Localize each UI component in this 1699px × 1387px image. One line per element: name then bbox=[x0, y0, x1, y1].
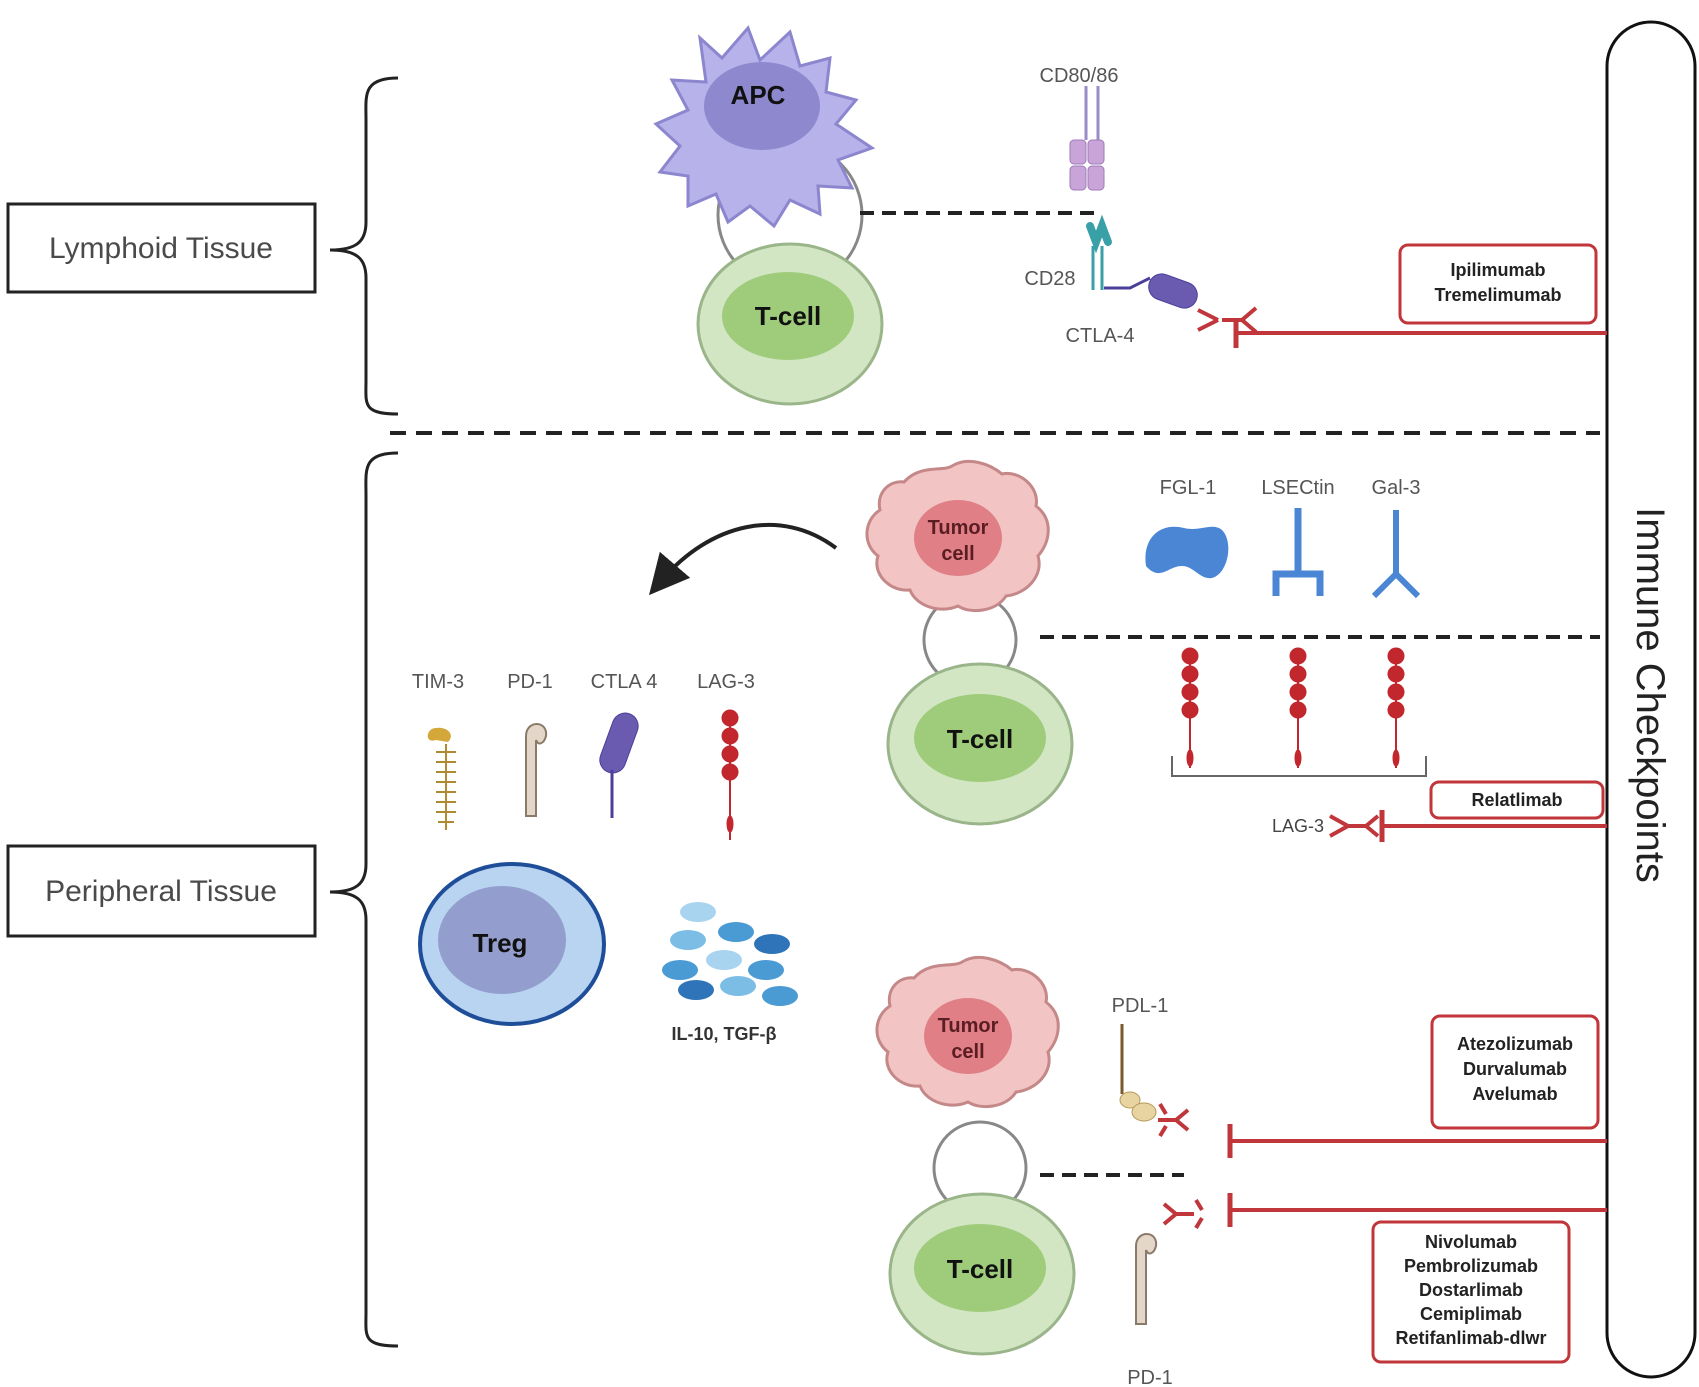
pd1-receptor-icon-treg bbox=[525, 723, 548, 817]
curved-arrow bbox=[648, 522, 838, 596]
treg-cell: Treg bbox=[418, 862, 606, 1026]
lag3-antibody bbox=[1329, 814, 1380, 838]
peripheral-brace bbox=[329, 451, 399, 1348]
pdl1-receptor bbox=[1119, 1024, 1157, 1122]
lymphoid-tissue-label: Lymphoid Tissue bbox=[49, 232, 273, 265]
drug-dostarlimab: Dostarlimab bbox=[1419, 1280, 1523, 1300]
gal3-label: Gal-3 bbox=[1372, 477, 1421, 499]
tumor-nucleus-middle bbox=[914, 500, 1002, 576]
tcell-middle-nucleus bbox=[914, 694, 1046, 782]
tumor-bot-label-1: Tumor bbox=[938, 1015, 999, 1037]
pdl1-inhibition-line bbox=[1227, 1124, 1607, 1158]
tumor-tcell-synapse-middle: Tumor cell T-cell bbox=[865, 460, 1074, 826]
ctla4-inhibition-line bbox=[1233, 318, 1607, 348]
pd1-receptor bbox=[1135, 1233, 1158, 1325]
tumor-bot-label-2: cell bbox=[951, 1041, 984, 1063]
lymphoid-tissue-box bbox=[6, 202, 317, 294]
lsectin-label: LSECtin bbox=[1261, 477, 1334, 499]
treg-pd1-label: PD-1 bbox=[507, 671, 553, 693]
tcell-bottom-nucleus bbox=[914, 1224, 1046, 1312]
lymphoid-tissue-group: Lymphoid Tissue bbox=[6, 76, 399, 416]
lag3-drug-box: Relatlimab bbox=[1429, 780, 1605, 820]
drug-ipilimumab: Ipilimumab bbox=[1450, 260, 1545, 280]
drug-durvalumab: Durvalumab bbox=[1463, 1059, 1567, 1079]
ctla4-label: CTLA-4 bbox=[1066, 325, 1135, 347]
treg-label: Treg bbox=[473, 928, 528, 958]
pdl1-label: PDL-1 bbox=[1112, 995, 1169, 1017]
apc-label: APC bbox=[731, 80, 786, 110]
tcell-top-label: T-cell bbox=[755, 301, 821, 331]
tumor-tcell-synapse-bottom: Tumor cell T-cell bbox=[875, 956, 1076, 1356]
ctla4-receptor-icon-treg bbox=[599, 712, 639, 818]
drug-tremelimumab: Tremelimumab bbox=[1434, 285, 1561, 305]
treg-nucleus bbox=[438, 886, 566, 994]
lymphoid-brace bbox=[329, 76, 399, 416]
tumor-mid-label-2: cell bbox=[941, 543, 974, 565]
lag3-bracket bbox=[1171, 756, 1427, 777]
ctla4-receptor bbox=[1104, 273, 1198, 309]
treg-tim3-label: TIM-3 bbox=[412, 671, 464, 693]
cd28-label: CD28 bbox=[1024, 268, 1075, 290]
lag3-inhibition-line bbox=[1379, 810, 1607, 842]
drug-retifanlimab: Retifanlimab-dlwr bbox=[1395, 1328, 1546, 1348]
immune-checkpoints-bar: Immune Checkpoints bbox=[1605, 20, 1697, 1379]
fgl1-label: FGL-1 bbox=[1160, 477, 1217, 499]
gal3-ligand bbox=[1371, 510, 1421, 599]
lag3-receptor-1 bbox=[1181, 647, 1199, 768]
pdl1-drug-box: Atezolizumab Durvalumab Avelumab bbox=[1430, 1014, 1600, 1130]
apc-nucleus bbox=[704, 62, 820, 150]
lag3-receptors bbox=[1181, 647, 1405, 768]
peripheral-tissue-label: Peripheral Tissue bbox=[45, 875, 277, 908]
ctla4-antibody bbox=[1197, 306, 1258, 334]
pdl1-antibody bbox=[1158, 1102, 1190, 1138]
drug-nivolumab: Nivolumab bbox=[1425, 1232, 1517, 1252]
drug-cemiplimab: Cemiplimab bbox=[1420, 1304, 1522, 1324]
cd28-receptor bbox=[1086, 214, 1112, 290]
lag3-receptor-2 bbox=[1289, 647, 1307, 768]
lag3-label: LAG-3 bbox=[1272, 816, 1324, 836]
cytokines-cluster bbox=[662, 902, 798, 1006]
lsectin-ligand bbox=[1272, 508, 1324, 596]
tcell-bottom-label: T-cell bbox=[947, 1254, 1013, 1284]
drug-atezolizumab: Atezolizumab bbox=[1457, 1034, 1573, 1054]
immune-checkpoints-label: Immune Checkpoints bbox=[1628, 507, 1672, 883]
peripheral-tissue-group: Peripheral Tissue bbox=[6, 451, 399, 1348]
lag3-receptor-3 bbox=[1387, 647, 1405, 768]
apc-tcell-synapse: APC T-cell bbox=[653, 25, 884, 406]
tcell-top-nucleus bbox=[722, 272, 854, 360]
treg-lag3-label: LAG-3 bbox=[697, 671, 755, 693]
drug-avelumab: Avelumab bbox=[1472, 1084, 1557, 1104]
pd1-inhibition-line bbox=[1227, 1193, 1607, 1227]
pd1-antibody bbox=[1162, 1198, 1204, 1230]
ctla4-drug-box: Ipilimumab Tremelimumab bbox=[1398, 243, 1598, 325]
peripheral-tissue-box bbox=[6, 844, 317, 938]
checkpoints-rounded-bar bbox=[1605, 20, 1697, 1379]
tumor-mid-label-1: Tumor bbox=[928, 517, 989, 539]
drug-relatlimab: Relatlimab bbox=[1471, 790, 1562, 810]
cytokines-label: IL-10, TGF-β bbox=[672, 1024, 777, 1044]
fgl1-ligand bbox=[1145, 526, 1229, 579]
pd1-label: PD-1 bbox=[1127, 1367, 1173, 1387]
tim3-receptor-icon bbox=[427, 727, 456, 830]
drug-pembrolizumab: Pembrolizumab bbox=[1404, 1256, 1538, 1276]
lag3-receptor-icon-treg bbox=[721, 709, 739, 840]
cd80-86-receptor bbox=[1069, 86, 1105, 191]
tumor-nucleus-bottom bbox=[924, 998, 1012, 1074]
pd1-drug-box: Nivolumab Pembrolizumab Dostarlimab Cemi… bbox=[1371, 1220, 1571, 1364]
treg-ctla4-label: CTLA 4 bbox=[591, 671, 658, 693]
tcell-middle-label: T-cell bbox=[947, 724, 1013, 754]
cd80-86-label: CD80/86 bbox=[1040, 65, 1119, 87]
